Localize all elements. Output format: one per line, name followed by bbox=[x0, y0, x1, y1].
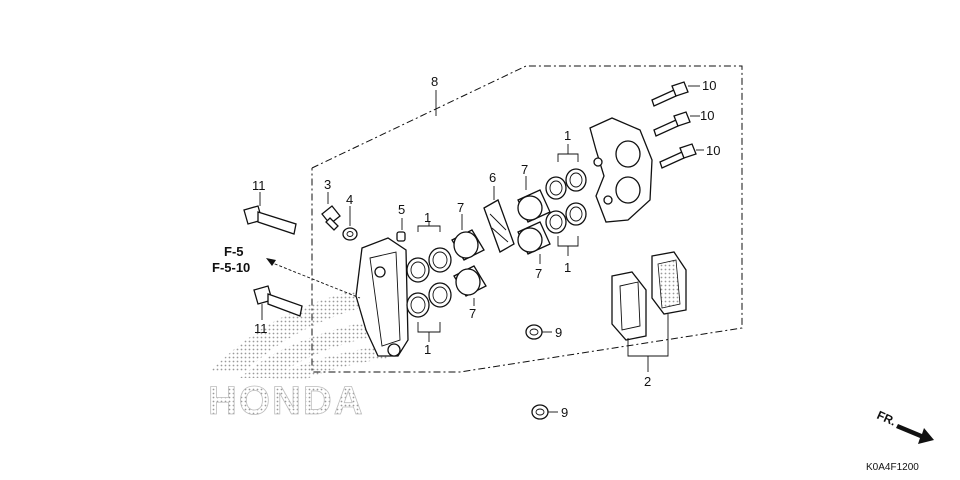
callout-11-lower: 11 bbox=[254, 321, 268, 336]
callout-4: 4 bbox=[346, 192, 353, 207]
callout-3: 3 bbox=[324, 177, 331, 192]
callout-10-middle: 10 bbox=[700, 108, 714, 123]
brake-pad-front bbox=[611, 271, 647, 341]
pad-pin-plug-upper bbox=[525, 324, 543, 340]
caliper-body-left bbox=[355, 237, 409, 357]
honda-watermark-text: HONDA bbox=[208, 379, 365, 423]
callout-8: 8 bbox=[431, 74, 438, 89]
piston-right-lower bbox=[517, 221, 551, 255]
caliper-bolt-lower bbox=[253, 285, 303, 317]
caliper-bolt-upper bbox=[243, 205, 297, 235]
callout-10-top: 10 bbox=[702, 78, 716, 93]
callout-10-bottom: 10 bbox=[706, 143, 720, 158]
callout-7-left-upper: 7 bbox=[457, 200, 464, 215]
reference-label-f5: F-5 bbox=[224, 244, 244, 259]
callout-1-right-lower: 1 bbox=[564, 260, 571, 275]
callout-6: 6 bbox=[489, 170, 496, 185]
bleeder-cap bbox=[342, 227, 358, 241]
piston-seals-left-lower bbox=[406, 282, 452, 318]
callout-9-upper: 9 bbox=[555, 325, 562, 340]
callout-1-left-lower: 1 bbox=[424, 342, 431, 357]
reference-label-f5-10: F-5-10 bbox=[212, 260, 250, 275]
honda-wing-logo-watermark: HONDA bbox=[208, 285, 395, 423]
assembly-boundary bbox=[311, 65, 743, 373]
piston-left-lower bbox=[453, 265, 487, 297]
callout-11-upper: 11 bbox=[252, 178, 266, 193]
front-direction-label: FR. bbox=[875, 408, 898, 429]
piston-right-upper bbox=[517, 189, 551, 223]
callout-9-lower: 9 bbox=[561, 405, 568, 420]
caliper-body-right bbox=[589, 117, 653, 223]
bleeder-screw bbox=[321, 205, 341, 231]
front-direction-arrow: FR. bbox=[875, 408, 934, 444]
piston-seals-right-lower bbox=[545, 202, 587, 234]
diagram-code: K0A4F1200 bbox=[866, 462, 919, 473]
callout-7-right-upper: 7 bbox=[521, 162, 528, 177]
mounting-bolt-middle bbox=[653, 111, 691, 137]
callout-1-left-upper: 1 bbox=[424, 210, 431, 225]
mounting-bolt-bottom bbox=[659, 143, 697, 169]
callout-7-right-lower: 7 bbox=[535, 266, 542, 281]
piston-left-upper bbox=[451, 229, 485, 261]
small-fitting bbox=[396, 231, 406, 242]
callout-5: 5 bbox=[398, 202, 405, 217]
brake-pad-rear bbox=[651, 251, 687, 315]
callout-2: 2 bbox=[644, 374, 651, 389]
pad-spring bbox=[483, 199, 515, 253]
callout-1-right-upper: 1 bbox=[564, 128, 571, 143]
mounting-bolt-top bbox=[651, 81, 689, 107]
piston-seals-right-upper bbox=[545, 168, 587, 200]
piston-seals-left-upper bbox=[406, 247, 452, 283]
pad-pin-plug-lower bbox=[531, 404, 549, 420]
callout-7-left-lower: 7 bbox=[469, 306, 476, 321]
